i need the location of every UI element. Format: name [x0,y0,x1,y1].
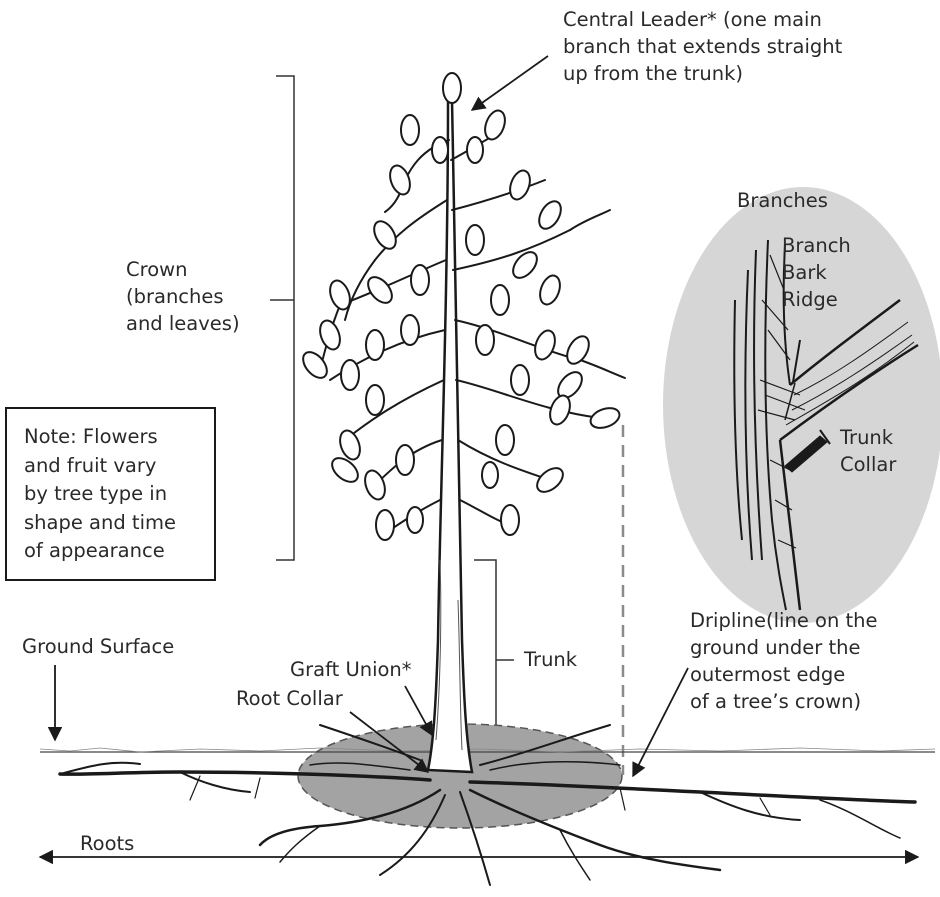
trunk-drawing [428,100,472,772]
leaves-drawing [298,73,622,540]
ground-surface-label: Ground Surface [22,633,174,660]
dripline-label: Dripline(line on the ground under the ou… [690,607,878,715]
trunk-collar-label: Trunk Collar [840,424,896,478]
central-leader-label: Central Leader* (one main branch that ex… [563,6,842,87]
central-leader-arrow [472,56,548,110]
note-box: Note: Flowers and fruit vary by tree typ… [5,407,216,581]
crown-label: Crown (branches and leaves) [126,256,240,337]
root-collar-label: Root Collar [236,685,343,712]
note-text: Note: Flowers and fruit vary by tree typ… [7,409,214,566]
graft-union-label: Graft Union* [290,656,412,683]
crown-bracket [270,76,294,560]
branch-bark-ridge-label: Branch Bark Ridge [782,232,851,313]
roots-label: Roots [80,830,134,857]
branches-label: Branches [737,187,828,214]
trunk-label: Trunk [524,646,577,673]
dripline-arrow [633,668,688,776]
branches-drawing [320,135,625,530]
